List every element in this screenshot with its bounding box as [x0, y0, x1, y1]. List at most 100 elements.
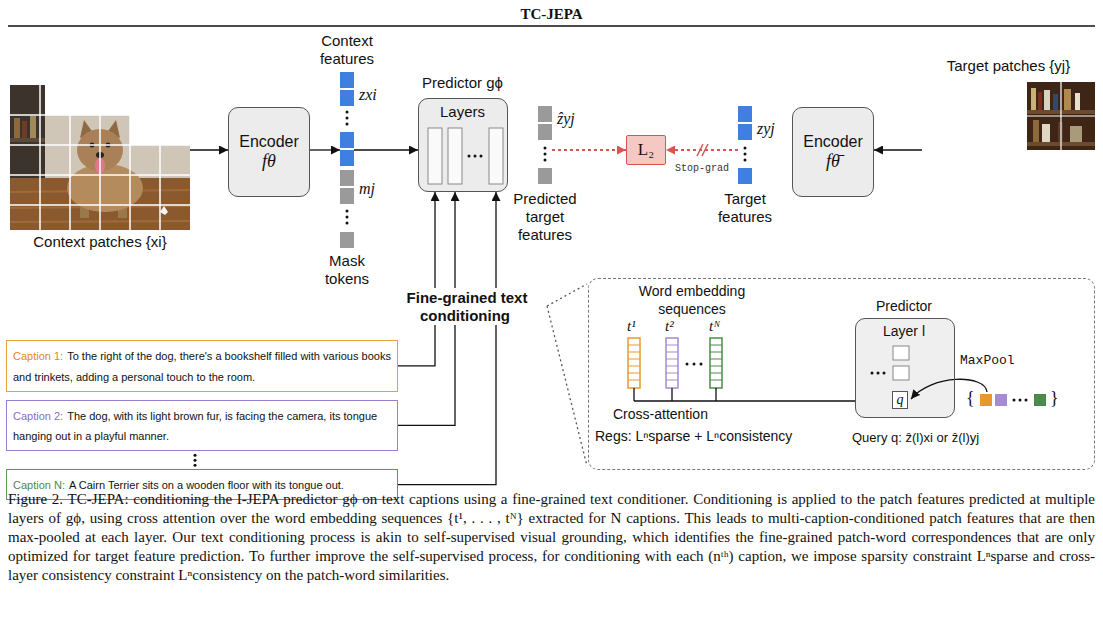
book: [1033, 120, 1039, 142]
encoder-box: Encoderfθ̄: [792, 107, 874, 197]
layer-rect: [428, 128, 442, 184]
vector-stripes: [666, 345, 678, 380]
dot: [693, 363, 696, 366]
caption-text: To the right of the dog, there's a books…: [13, 350, 391, 383]
column-footer: Mask tokens: [325, 252, 369, 287]
loss-label: L₂: [638, 140, 654, 160]
embedding-vector: [628, 338, 640, 388]
context-feature: [340, 72, 354, 88]
feature-arrow: [310, 149, 340, 150]
layers-label: Layers: [440, 103, 485, 120]
edge-label: Stop-grad: [673, 162, 731, 175]
predictor-heading: Predictor: [876, 298, 932, 314]
book: [1038, 92, 1042, 110]
embedding-vector: [710, 338, 722, 388]
query-symbol: q: [897, 393, 904, 407]
mask-token: [340, 188, 354, 204]
dot: [544, 147, 547, 150]
callout-leader: [547, 284, 587, 466]
caption-slot: Figure 2. TC-JEPA: conditioning the I-JE…: [8, 490, 1095, 585]
layer-rect: [448, 128, 462, 184]
context-feature: [340, 150, 354, 166]
cross-attention-label: Cross-attention: [613, 406, 708, 422]
dot: [194, 459, 197, 462]
dot: [700, 363, 703, 366]
patch-grid: [10, 85, 190, 230]
predictor-layers: [418, 98, 508, 192]
embedding-symbol: t²: [665, 318, 674, 334]
context-feature: [340, 90, 354, 106]
pooled-feature: [1034, 394, 1046, 406]
book: [1064, 89, 1071, 110]
predicted-feature: [538, 124, 552, 140]
mask-token: [340, 170, 354, 186]
embedding-symbol: tᴺ: [709, 318, 720, 334]
target-feature: [738, 124, 752, 140]
text-slot: zxi: [359, 86, 399, 104]
toy: [160, 206, 168, 215]
encoder-label: Encoder: [803, 133, 863, 151]
text-slot: Predicted target features: [500, 190, 590, 244]
query-label: Query q: ẑ(l)xi or ẑ(l)yj: [852, 430, 979, 445]
target-feature: [738, 106, 752, 122]
predicted-feature: [538, 106, 552, 122]
conditioning-arrow: [398, 192, 496, 485]
book: [1042, 124, 1050, 142]
label-slot: MaxPool: [960, 350, 1030, 368]
text-slot: zyj: [757, 120, 787, 138]
dot: [1019, 399, 1022, 402]
book: [14, 118, 20, 138]
predictor-box: Predictor gϕLayers: [418, 98, 508, 192]
dot: [346, 210, 349, 213]
layer-cell: [893, 366, 909, 380]
set-brace: {: [966, 388, 975, 408]
text-slot: Predictor: [854, 297, 954, 315]
feature-column: ẑyjPredicted target features: [538, 106, 552, 184]
figure-caption: Figure 2. TC-JEPA: conditioning the I-JE…: [8, 491, 1095, 583]
label-slot: t²: [665, 317, 689, 335]
masked-patches: [45, 85, 190, 115]
predictor-fill: [418, 98, 508, 192]
wall: [10, 85, 190, 230]
dot: [883, 372, 886, 375]
mask-token: [340, 232, 354, 248]
predictor-fill: [855, 318, 955, 418]
input-arrow: [874, 149, 922, 150]
set-brace: }: [1050, 388, 1059, 408]
dot: [686, 363, 689, 366]
caption-ellipsis: [194, 454, 197, 467]
dot: [744, 159, 747, 162]
caption-text: A Cairn Terrier sits on a wooden floor w…: [69, 479, 344, 491]
label-slot: {: [966, 388, 978, 408]
text-slot: Predictor gϕ: [388, 74, 538, 92]
embedding-symbol: t¹: [627, 318, 636, 334]
loss-arrow: [552, 149, 626, 151]
text-slot: Mask tokens: [312, 252, 382, 288]
figure-title: TC-JEPA: [520, 6, 582, 22]
layer-label: Layer l: [883, 323, 925, 339]
text-slot: Layer l: [854, 322, 954, 340]
predicted-feature-column: [538, 106, 552, 184]
regularizer-label: Regs: Lⁿsparse + Lⁿconsistency: [595, 428, 792, 444]
encoder-box: Encoderfθ: [228, 107, 310, 197]
dot: [468, 155, 471, 158]
feature-symbol: mj: [359, 180, 375, 197]
vector-stripes: [628, 345, 640, 380]
column-heading: Context features: [320, 32, 374, 67]
dot: [877, 372, 880, 375]
feature-arrow: [354, 149, 418, 150]
text-slot: Target features: [705, 190, 785, 226]
query-box: q: [892, 391, 908, 409]
merge-lines: [634, 388, 716, 401]
target-feature-column: [738, 106, 752, 184]
dot: [346, 123, 349, 126]
dog-photo: [10, 85, 190, 230]
encoder-symbol: fθ̄: [826, 151, 840, 172]
text-slot: ẑyj: [557, 110, 597, 128]
dot: [544, 153, 547, 156]
feature-column: zyjTarget features: [738, 106, 752, 184]
caption-box: Caption 2:The dog, with its light brown …: [6, 400, 398, 452]
pooled-feature: [995, 394, 1007, 406]
